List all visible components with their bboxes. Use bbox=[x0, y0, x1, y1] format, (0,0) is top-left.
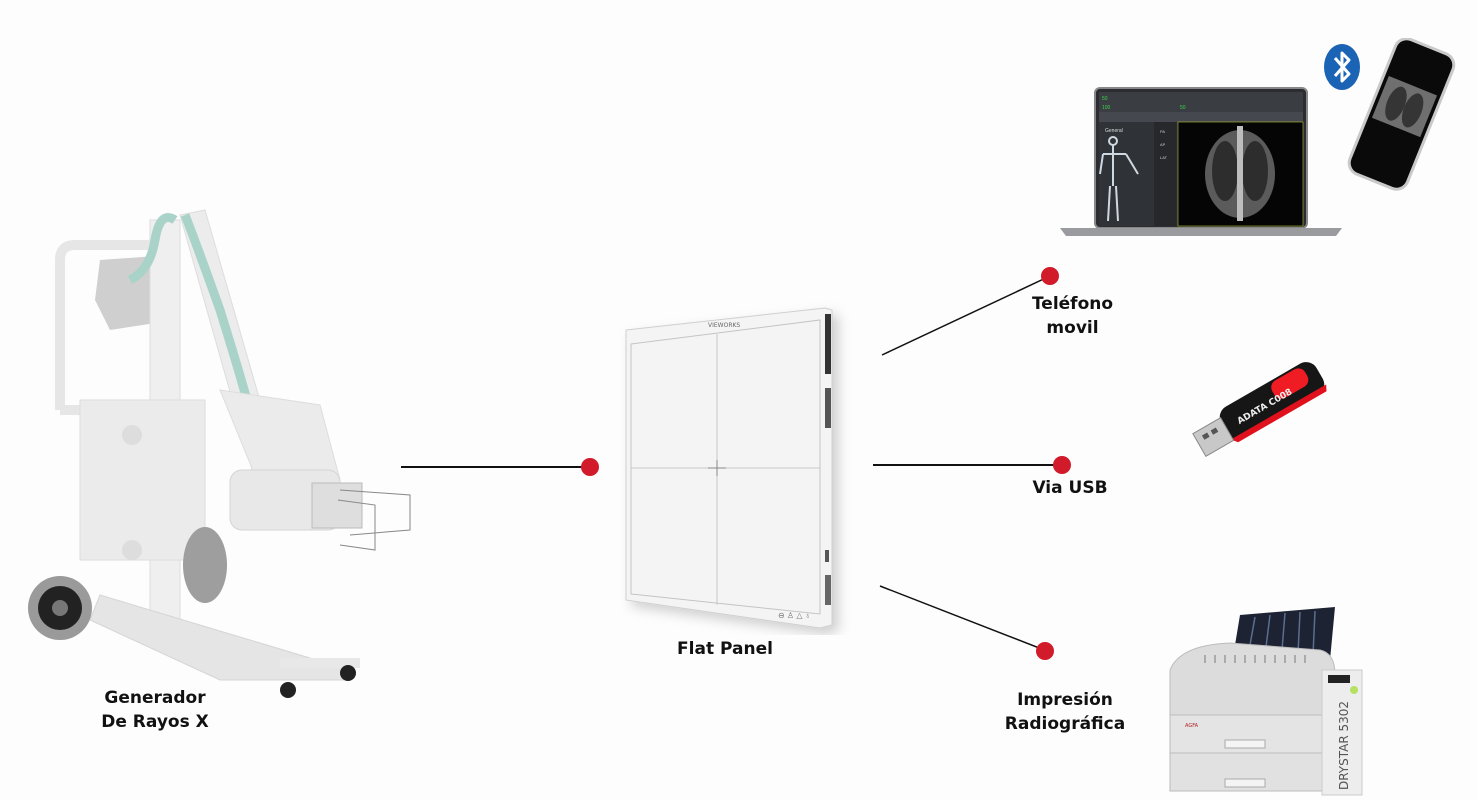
label-generator: Generador De Rayos X bbox=[80, 686, 230, 734]
label-phone-line1: Teléfono bbox=[1031, 294, 1114, 314]
smartphone-image bbox=[1347, 38, 1456, 191]
label-generator-line2: De Rayos X bbox=[101, 712, 209, 732]
flat-panel-image: VIEWORKS ⊖ ♙ △ ♁ bbox=[625, 307, 833, 629]
label-usb: Via USB bbox=[1032, 478, 1108, 498]
label-phone-line2: movil bbox=[1046, 318, 1099, 338]
bluetooth-icon bbox=[1324, 44, 1360, 90]
connector-dot-printer bbox=[1036, 642, 1054, 660]
label-printer: Impresión Radiográfica bbox=[985, 688, 1145, 736]
connector-dot-usb bbox=[1053, 456, 1071, 474]
flat-panel-brand: VIEWORKS bbox=[708, 322, 740, 329]
label-generator-line1: Generador bbox=[104, 688, 206, 708]
printer-brand: AGFA bbox=[1185, 723, 1199, 729]
laptop-image: 50 100 50 General PA AP LAT bbox=[1060, 87, 1342, 236]
svg-text:⊖ ♙ △ ♁: ⊖ ♙ △ ♁ bbox=[778, 611, 811, 620]
svg-text:50: 50 bbox=[1102, 96, 1108, 102]
printer-image: AGFA DRYSTAR 5302 bbox=[1169, 607, 1363, 796]
connector-flatpanel-phone bbox=[881, 275, 1051, 356]
label-printer-line2: Radiográfica bbox=[1004, 714, 1126, 734]
usb-drive-image: ADATA C008 bbox=[1192, 362, 1327, 457]
laptop-view-ap: AP bbox=[1160, 142, 1166, 147]
svg-text:100: 100 bbox=[1102, 105, 1111, 111]
printer-model: DRYSTAR 5302 bbox=[1337, 701, 1351, 790]
laptop-view-pa: PA bbox=[1160, 129, 1165, 134]
label-phone: Teléfono movil bbox=[1000, 292, 1145, 340]
label-printer-line1: Impresión bbox=[1017, 690, 1113, 710]
connector-dot-flatpanel bbox=[581, 458, 599, 476]
connector-flatpanel-printer bbox=[879, 585, 1053, 654]
xray-generator-image bbox=[28, 209, 411, 698]
connector-dot-phone bbox=[1041, 267, 1059, 285]
label-flat-panel: Flat Panel bbox=[677, 639, 773, 659]
laptop-view-lat: LAT bbox=[1160, 155, 1168, 160]
laptop-sidebar-title: General bbox=[1105, 128, 1123, 134]
svg-text:50: 50 bbox=[1180, 105, 1186, 111]
